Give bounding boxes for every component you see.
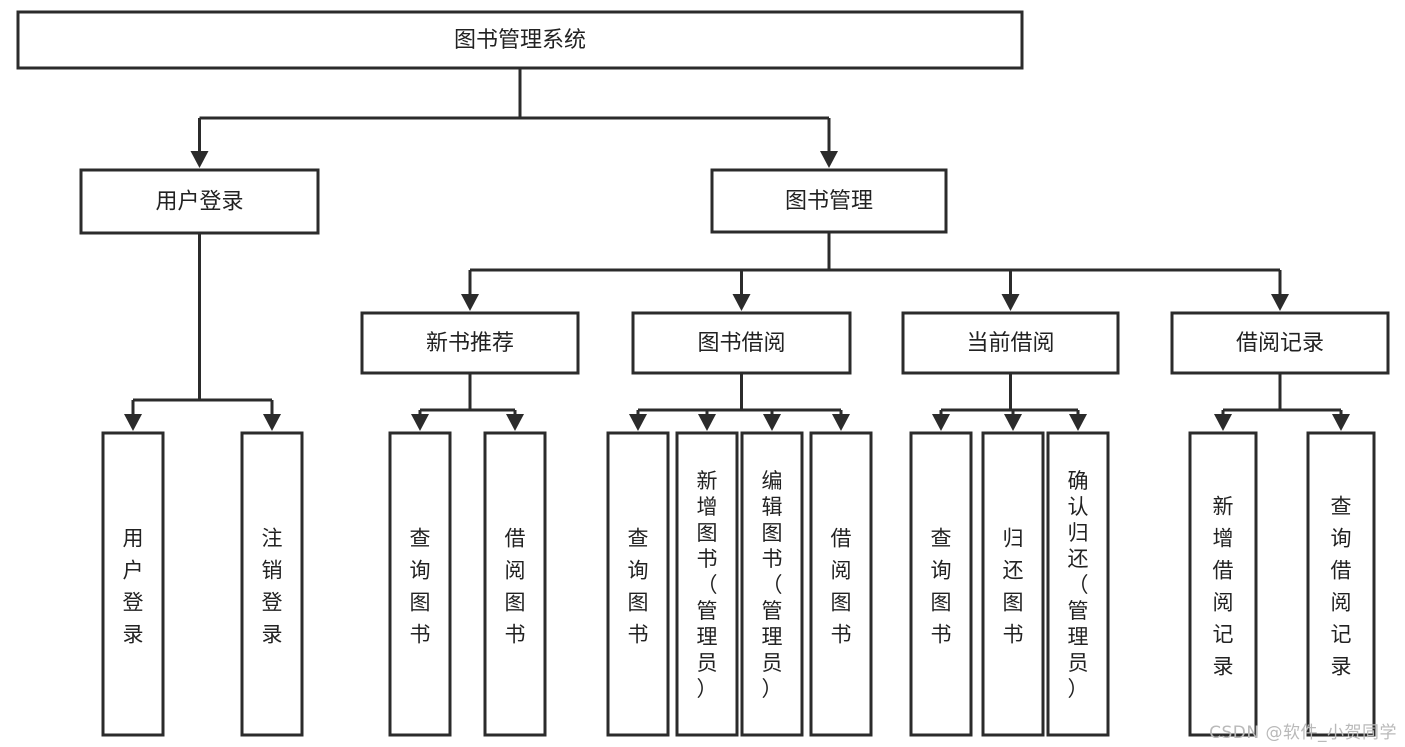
- leaf-node-12-label: 查询借阅记录: [1331, 495, 1352, 679]
- level3-1-to-leaves-arrow-2: [763, 414, 781, 431]
- level3-node-2[interactable]: 当前借阅: [901, 311, 1120, 375]
- leaf-node-7-label: 借阅图书: [831, 527, 852, 647]
- leaf-node-12[interactable]: 查询借阅记录: [1306, 431, 1376, 737]
- level3-0-to-leaves-arrow-0: [411, 414, 429, 431]
- leaf-node-4-rect: [606, 431, 670, 737]
- level3-node-0-label: 新书推荐: [426, 331, 514, 356]
- leaf-node-4-label: 查询图书: [628, 527, 649, 647]
- leaf-node-0[interactable]: 用户登录: [101, 431, 165, 737]
- bookmgmt-to-level3-arrow-1: [732, 294, 751, 311]
- connectors-layer: [124, 68, 1350, 431]
- leaf-node-4[interactable]: 查询图书: [606, 431, 670, 737]
- leaf-node-7[interactable]: 借阅图书: [809, 431, 873, 737]
- level3-0-to-leaves-arrow-1: [506, 414, 524, 431]
- leaf-node-8-rect: [909, 431, 973, 737]
- leaf-node-1-rect: [240, 431, 304, 737]
- level3-node-1[interactable]: 图书借阅: [631, 311, 852, 375]
- leaf-node-10-label: 确认归还（管理员）: [1068, 469, 1089, 701]
- level3-node-0-rect: [360, 311, 580, 375]
- level3-3-to-leaves-arrow-1: [1332, 414, 1350, 431]
- root-node-book-management-system-label: 图书管理系统: [454, 28, 586, 53]
- level3-node-1-rect: [631, 311, 852, 375]
- level3-2-to-leaves-arrow-1: [1004, 414, 1022, 431]
- leaf-node-2-label: 查询图书: [410, 527, 431, 647]
- leaf-node-3-label: 借阅图书: [505, 527, 526, 647]
- leaf-node-7-rect: [809, 431, 873, 737]
- level3-1-to-leaves-arrow-1: [698, 414, 716, 431]
- level3-node-3-rect: [1170, 311, 1390, 375]
- root-node-book-management-system[interactable]: 图书管理系统: [16, 10, 1024, 70]
- level2-node-0[interactable]: 用户登录: [79, 168, 320, 235]
- leaf-node-1[interactable]: 注销登录: [240, 431, 304, 737]
- leaf-node-8-label: 查询图书: [931, 527, 952, 647]
- leaf-node-5[interactable]: 新增图书（管理员）: [675, 431, 739, 737]
- level2-node-1-label: 图书管理: [785, 189, 873, 214]
- leaf-node-0-rect: [101, 431, 165, 737]
- level3-3-to-leaves-arrow-0: [1214, 414, 1232, 431]
- leaf-node-11-label: 新增借阅记录: [1213, 495, 1234, 679]
- bookmgmt-to-level3-arrow-0: [461, 294, 479, 311]
- leaf-node-3[interactable]: 借阅图书: [483, 431, 547, 737]
- level3-node-3-label: 借阅记录: [1236, 331, 1324, 356]
- leaf-node-11-rect: [1188, 431, 1258, 737]
- root-to-level2-arrow-1: [820, 151, 838, 168]
- root-to-level2-arrow-0: [190, 151, 209, 168]
- leaf-node-9-rect: [981, 431, 1045, 737]
- leaf-node-2[interactable]: 查询图书: [388, 431, 452, 737]
- bookmgmt-to-level3-arrow-2: [1001, 294, 1020, 311]
- level3-2-to-leaves-arrow-2: [1069, 414, 1087, 431]
- leaf-node-9[interactable]: 归还图书: [981, 431, 1045, 737]
- level2-node-0-rect: [79, 168, 320, 235]
- leaf-node-3-rect: [483, 431, 547, 737]
- level2-node-0-label: 用户登录: [155, 190, 243, 215]
- level3-1-to-leaves-arrow-3: [832, 414, 850, 431]
- leaf-node-6-label: 编辑图书（管理员）: [762, 469, 783, 701]
- level3-2-to-leaves-arrow-0: [932, 414, 950, 431]
- bookmgmt-to-level3-arrow-3: [1271, 294, 1289, 311]
- watermark-label: CSDN @软件_小贺同学: [1209, 723, 1397, 743]
- leaf-node-11[interactable]: 新增借阅记录: [1188, 431, 1258, 737]
- root-node-book-management-system-rect: [16, 10, 1024, 70]
- level2-node-1-rect: [710, 168, 948, 234]
- boxes-layer: 图书管理系统用户登录图书管理新书推荐图书借阅当前借阅借阅记录用户登录注销登录查询…: [16, 10, 1390, 737]
- leaf-node-10[interactable]: 确认归还（管理员）: [1046, 431, 1110, 737]
- leaf-node-5-label: 新增图书（管理员）: [697, 469, 718, 701]
- level3-1-to-leaves-arrow-0: [629, 414, 647, 431]
- level3-node-3[interactable]: 借阅记录: [1170, 311, 1390, 375]
- level3-node-0[interactable]: 新书推荐: [360, 311, 580, 375]
- leaf-node-1-label: 注销登录: [262, 527, 283, 647]
- leaf-node-9-label: 归还图书: [1003, 527, 1024, 647]
- leaf-node-0-label: 用户登录: [123, 527, 144, 647]
- leaf-node-2-rect: [388, 431, 452, 737]
- leaf-node-12-rect: [1306, 431, 1376, 737]
- level2-node-1[interactable]: 图书管理: [710, 168, 948, 234]
- leaf-node-5-rect: [675, 431, 739, 737]
- level3-node-1-label: 图书借阅: [697, 331, 785, 356]
- leaf-node-10-rect: [1046, 431, 1110, 737]
- level3-node-2-label: 当前借阅: [966, 331, 1054, 356]
- userlogin-to-leaves-arrow-1: [263, 414, 281, 431]
- level3-node-2-rect: [901, 311, 1120, 375]
- leaf-node-8[interactable]: 查询图书: [909, 431, 973, 737]
- userlogin-to-leaves-arrow-0: [124, 414, 142, 431]
- leaf-node-6[interactable]: 编辑图书（管理员）: [740, 431, 804, 737]
- leaf-node-6-rect: [740, 431, 804, 737]
